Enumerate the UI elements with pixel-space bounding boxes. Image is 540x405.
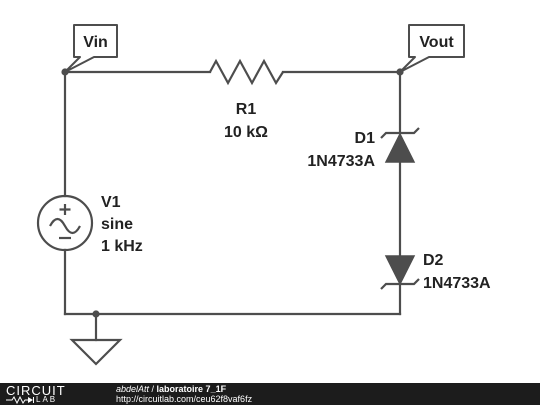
resistor-r1-name: R1 <box>236 101 257 118</box>
voltage-source-v1-symbol[interactable] <box>36 194 94 252</box>
diode-d1-name: D1 <box>355 130 376 147</box>
footer-title[interactable]: laboratoire 7_1F <box>156 384 227 394</box>
source-v1-name: V1 <box>101 194 121 211</box>
footer-url-link[interactable]: http://circuitlab.com/ceu62f8vaf6fz <box>116 394 253 404</box>
footer-credit-line: abdelAtt / laboratoire 7_1F <box>116 384 226 394</box>
logo-text-lab: LAB <box>36 395 58 404</box>
source-v1-type: sine <box>101 216 133 233</box>
circuitlab-logo[interactable]: CIRCUIT LAB <box>6 383 102 404</box>
resistor-r1-symbol[interactable] <box>209 58 284 86</box>
ground-symbol[interactable] <box>69 338 123 366</box>
logo-text-circuit: CIRCUIT <box>6 383 66 398</box>
resistor-r1-value: 10 kΩ <box>224 124 268 141</box>
diode-d2-part: 1N4733A <box>423 275 491 292</box>
junction-ground <box>92 310 100 318</box>
node-label-vout[interactable]: Vout <box>399 24 465 73</box>
footer-separator: / <box>149 384 157 394</box>
logo-resistor-icon <box>6 396 34 404</box>
footer-bar: CIRCUIT LAB abdelAtt / laboratoire 7_1F … <box>0 383 540 405</box>
node-label-vin[interactable]: Vin <box>64 24 118 73</box>
circuit-schematic: R1 10 kΩ V1 sine 1 kHz D1 1N4733A D2 1N4… <box>36 24 491 366</box>
diode-d2-name: D2 <box>423 252 444 269</box>
source-v1-frequency: 1 kHz <box>101 238 143 255</box>
diode-d1-part: 1N4733A <box>307 153 375 170</box>
wires <box>63 70 402 342</box>
zener-diode-d1-symbol[interactable] <box>380 127 420 163</box>
zener-diode-d2-symbol[interactable] <box>380 255 420 290</box>
node-label-vout-text: Vout <box>419 34 454 51</box>
node-label-vin-text: Vin <box>83 34 108 51</box>
footer-author[interactable]: abdelAtt <box>116 384 150 394</box>
